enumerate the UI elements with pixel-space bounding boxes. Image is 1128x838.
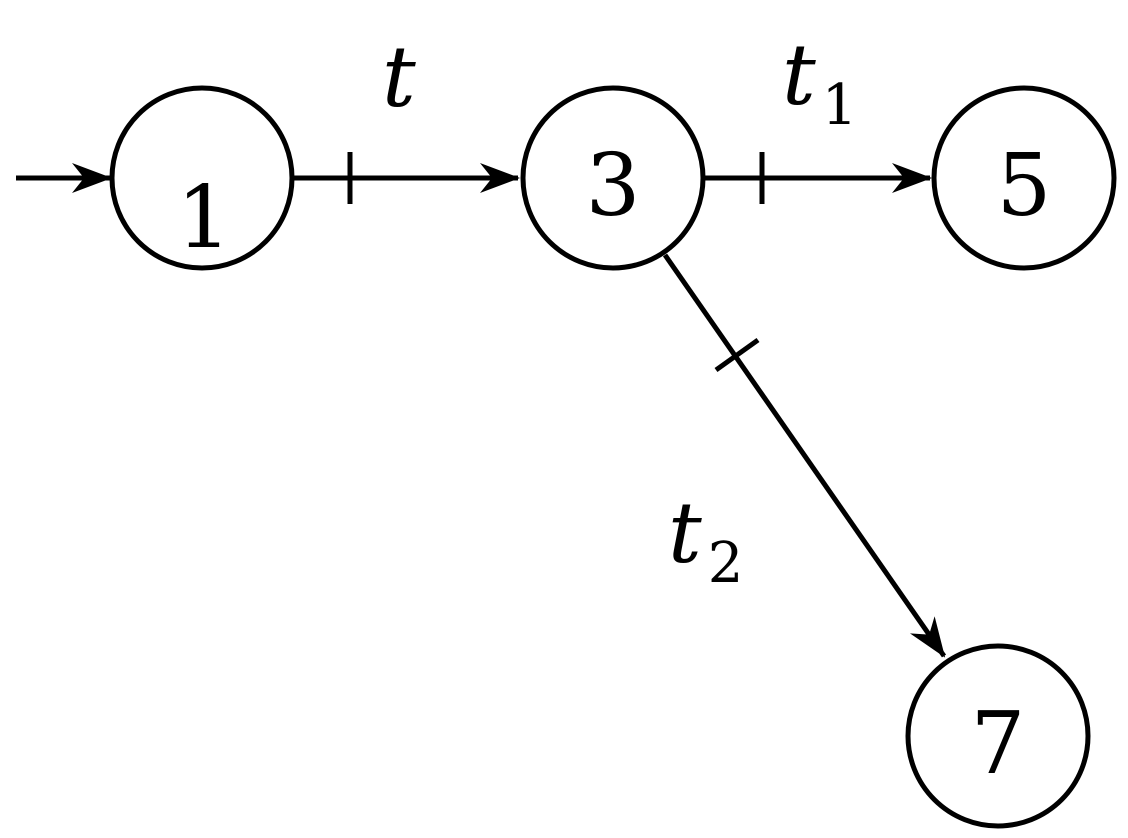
node-label: 1 [177,168,232,268]
node-3: 3 [520,85,706,271]
node-label: 5 [997,136,1052,236]
node-7: 7 [905,643,1091,829]
tick-mark [714,337,760,373]
edge-label-main: t [382,28,416,126]
edge-label-subscript: 2 [708,531,744,596]
node-label: 7 [971,694,1026,794]
edge-label-t: t [382,28,416,126]
edge-1-to-3 [292,152,520,204]
node-label: 3 [586,136,641,236]
edge-label-subscript: 1 [822,73,858,138]
edge-label-main: t [782,26,816,124]
edge-3-to-5 [704,152,932,204]
edge-label-main: t [668,484,702,582]
node-5: 5 [931,85,1117,271]
node-1: 1 [109,85,295,271]
edge-3-to-7 [662,253,947,658]
